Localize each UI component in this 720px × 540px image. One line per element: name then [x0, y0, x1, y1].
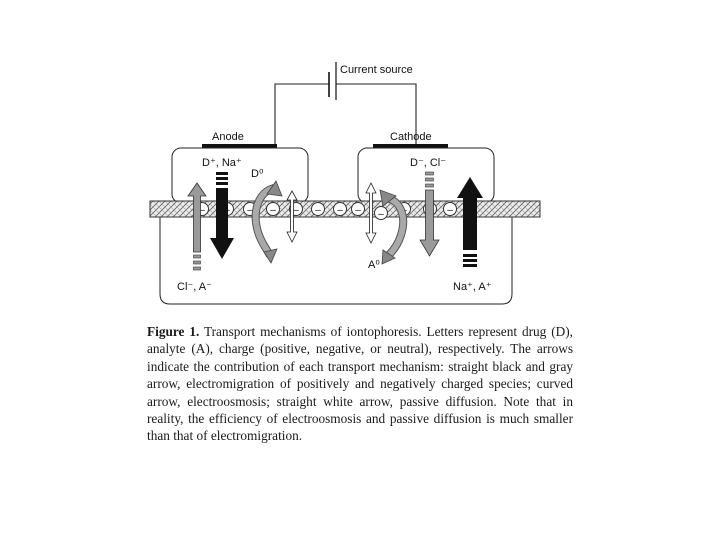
figure-caption-label: Figure 1. — [147, 324, 200, 339]
cathode-electroosmosis-arrow — [379, 189, 408, 265]
cathode-black-up-arrow — [457, 177, 483, 267]
anode-black-down-arrow — [210, 172, 234, 259]
cathode-neutral-label: A⁰ — [368, 259, 380, 271]
svg-text:–: – — [355, 205, 361, 216]
battery-symbol — [328, 62, 337, 100]
cathode-electrode — [373, 144, 448, 148]
anode-electrode — [202, 144, 277, 148]
svg-text:–: – — [447, 205, 453, 216]
cathode-label: Cathode — [390, 131, 432, 143]
anode-diffusion-arrow — [286, 190, 298, 243]
svg-text:–: – — [270, 205, 276, 216]
cathode-diffusion-arrow — [365, 182, 377, 244]
cathode-species-label: D⁻, Cl⁻ — [410, 157, 446, 169]
svg-text:–: – — [378, 209, 384, 220]
anode-gray-up-arrow — [187, 182, 207, 271]
svg-text:–: – — [337, 205, 343, 216]
cathode-gray-down-arrow — [419, 171, 440, 257]
lower-left-species-label: Cl⁻, A⁻ — [177, 281, 212, 293]
svg-text:–: – — [199, 205, 205, 216]
svg-text:–: – — [247, 205, 253, 216]
anode-neutral-label: D⁰ — [251, 168, 264, 180]
current-source-label: Current source — [340, 64, 413, 76]
anode-electroosmosis-arrow — [251, 180, 283, 264]
anode-label: Anode — [212, 131, 244, 143]
skin-compartment — [159, 215, 513, 305]
figure-caption-text: Transport mechanisms of iontophoresis. L… — [147, 324, 573, 444]
svg-text:–: – — [293, 205, 299, 216]
svg-text:–: – — [315, 205, 321, 216]
anode-species-label: D⁺, Na⁺ — [202, 157, 242, 169]
lower-right-species-label: Na⁺, A⁺ — [453, 281, 492, 293]
figure-caption: Figure 1. Transport mechanisms of iontop… — [147, 323, 573, 445]
